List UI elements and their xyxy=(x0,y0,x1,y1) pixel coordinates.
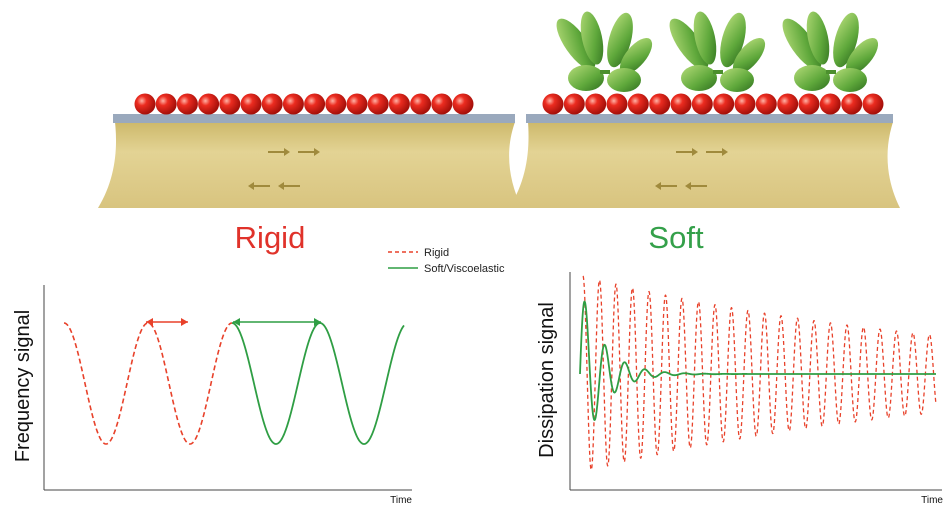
dissipation-y-label: Dissipation signal xyxy=(536,302,558,458)
red-bead xyxy=(261,93,283,115)
red-bead xyxy=(777,93,799,115)
red-bead xyxy=(388,93,410,115)
red-bead xyxy=(134,93,156,115)
series-rigid-line xyxy=(63,322,233,445)
red-bead xyxy=(606,93,628,115)
red-bead xyxy=(198,93,220,115)
red-bead xyxy=(649,93,671,115)
red-bead xyxy=(219,93,241,115)
legend-rigid-label: Rigid xyxy=(424,247,449,259)
frequency-y-label: Frequency signal xyxy=(12,310,34,462)
red-bead xyxy=(346,93,368,115)
rigid-illustration xyxy=(98,93,522,208)
antibody-icon xyxy=(549,9,884,92)
red-bead xyxy=(304,93,326,115)
rigid-surface-layer xyxy=(113,114,515,123)
dissipation-x-label: Time xyxy=(921,495,943,506)
dissipation-chart: Dissipation signal Time xyxy=(536,272,943,506)
series-soft-line xyxy=(579,300,936,421)
red-bead xyxy=(862,93,884,115)
red-bead xyxy=(240,93,262,115)
red-bead-layer-icon xyxy=(542,93,884,115)
legend-soft-label: Soft/Viscoelastic xyxy=(424,263,505,275)
red-bead xyxy=(798,93,820,115)
red-bead xyxy=(563,93,585,115)
red-bead xyxy=(367,93,389,115)
red-bead xyxy=(431,93,453,115)
legend: Rigid Soft/Viscoelastic xyxy=(388,247,505,275)
red-bead xyxy=(176,93,198,115)
soft-label: Soft xyxy=(648,220,704,255)
red-bead xyxy=(542,93,564,115)
red-bead xyxy=(585,93,607,115)
soft-surface-layer xyxy=(526,114,893,123)
red-bead xyxy=(755,93,777,115)
series-rigid-line xyxy=(582,275,937,471)
period-arrow-rigid xyxy=(146,318,188,326)
red-bead xyxy=(325,93,347,115)
soft-illustration xyxy=(509,9,900,208)
frequency-x-label: Time xyxy=(390,495,412,506)
red-bead xyxy=(627,93,649,115)
red-bead xyxy=(155,93,177,115)
rigid-label: Rigid xyxy=(235,220,306,255)
soft-substrate-block xyxy=(509,122,900,208)
red-bead xyxy=(819,93,841,115)
red-bead xyxy=(282,93,304,115)
frequency-chart: Frequency signal Time xyxy=(12,285,412,506)
rigid-substrate-block xyxy=(98,122,522,208)
red-bead xyxy=(691,93,713,115)
series-soft-line xyxy=(231,322,405,445)
red-bead xyxy=(670,93,692,115)
red-bead xyxy=(841,93,863,115)
red-bead-layer-icon xyxy=(134,93,474,115)
red-bead xyxy=(410,93,432,115)
red-bead xyxy=(713,93,735,115)
period-arrow-soft xyxy=(233,318,321,326)
red-bead xyxy=(734,93,756,115)
red-bead xyxy=(452,93,474,115)
